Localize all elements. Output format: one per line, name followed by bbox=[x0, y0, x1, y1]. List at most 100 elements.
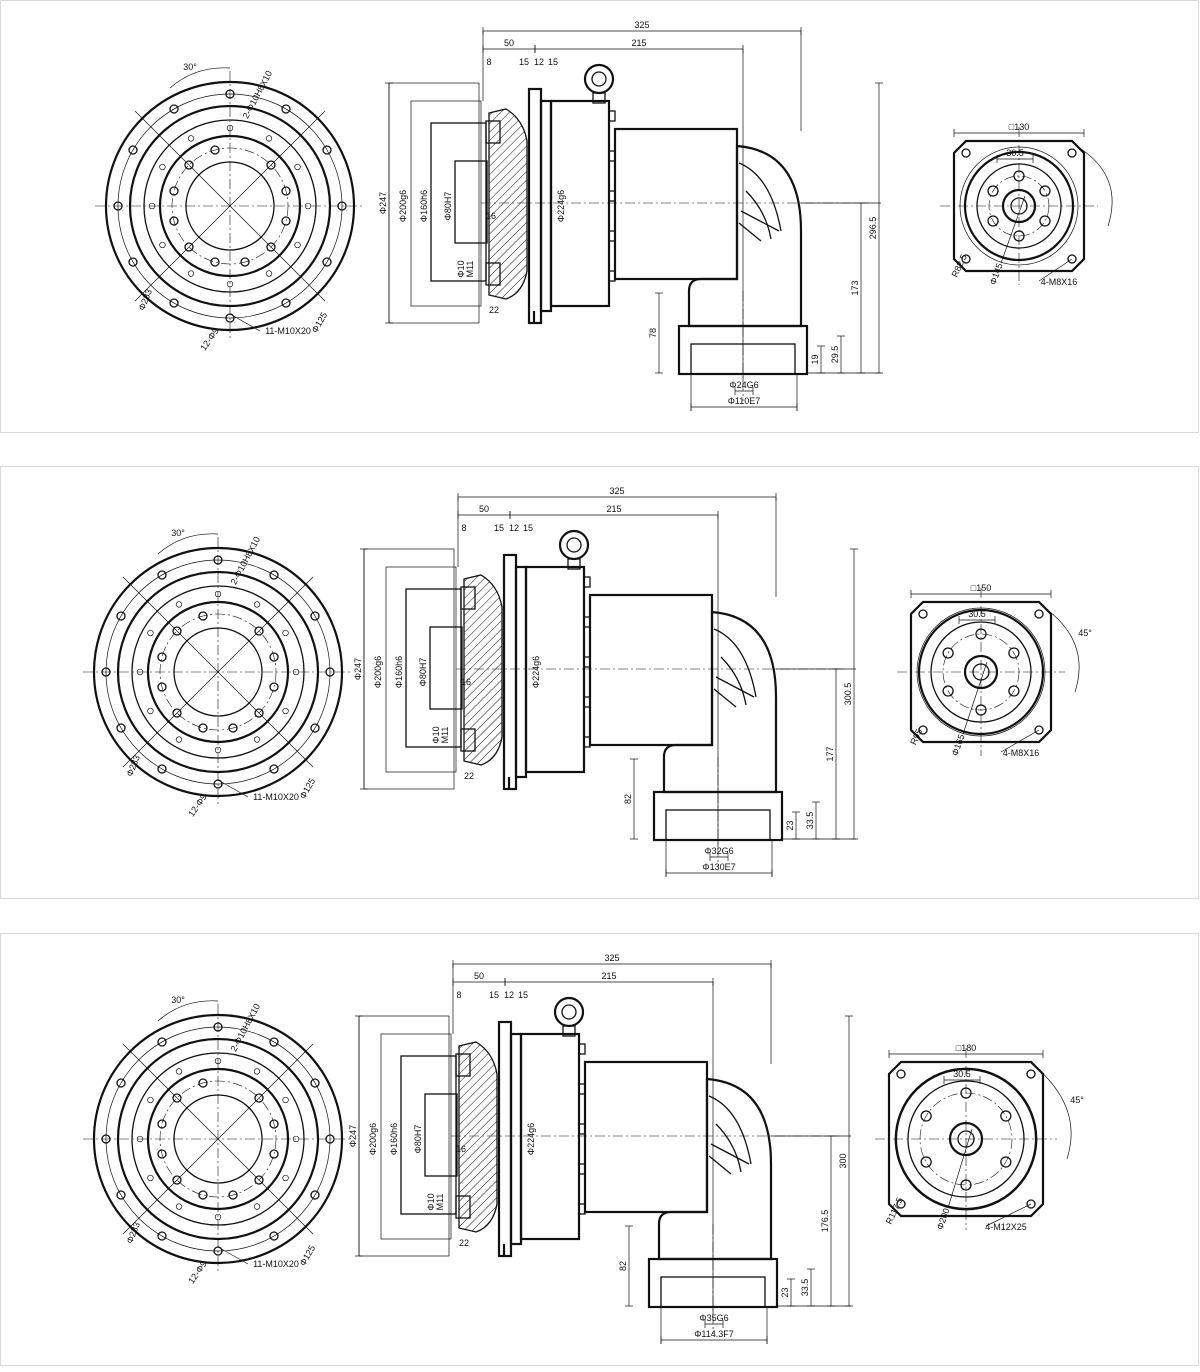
housing-bolt bbox=[578, 1043, 586, 1055]
dim-215: 215 bbox=[606, 504, 621, 514]
flange-plate bbox=[497, 1020, 513, 1258]
stud-top bbox=[455, 1053, 471, 1077]
elbow-inner-4 bbox=[708, 1155, 732, 1175]
tapped-hole bbox=[172, 626, 182, 636]
dia-80-label: Φ80H7 bbox=[418, 658, 428, 687]
tapped-hole bbox=[184, 242, 194, 252]
dim-22: 22 bbox=[459, 1238, 469, 1248]
dia-200-label: Φ200g6 bbox=[398, 190, 408, 222]
tapped-hole bbox=[172, 1175, 182, 1185]
dia-247-label: Φ247 bbox=[353, 658, 363, 680]
bore-80 bbox=[429, 626, 463, 710]
flange-label: Φ130E7 bbox=[702, 862, 735, 872]
tapped-hole bbox=[169, 216, 179, 226]
outer-bolt-hole bbox=[128, 257, 138, 267]
ring-hole bbox=[265, 135, 273, 142]
outline-160 bbox=[400, 1055, 457, 1215]
tapped-hole bbox=[254, 1175, 264, 1185]
square-flange bbox=[909, 600, 1053, 744]
stud-bottom bbox=[460, 728, 476, 752]
front-diag-2 bbox=[134, 110, 326, 302]
motor-bolt-hole bbox=[1013, 230, 1025, 242]
housing-body bbox=[519, 1032, 581, 1241]
elbow-inner-4 bbox=[738, 222, 762, 242]
ring-hole bbox=[187, 270, 195, 277]
ring-hole bbox=[214, 746, 222, 754]
elbow-inner-1 bbox=[708, 1095, 752, 1165]
flange-section bbox=[463, 574, 503, 766]
square-label: □150 bbox=[971, 583, 991, 593]
outer-bolt-hole bbox=[310, 723, 320, 733]
ring-hole bbox=[214, 1057, 222, 1065]
bolt-pattern-label: 2-Φ10H8X10 bbox=[229, 535, 263, 586]
holes-label: 12-Φ9 bbox=[186, 1259, 209, 1285]
dia-224-label: Φ224g6 bbox=[556, 190, 566, 222]
side-view: 325215508151215Φ247Φ200g6Φ160h6Φ80H71622… bbox=[348, 953, 853, 1344]
corner-screw-hole bbox=[961, 254, 971, 264]
corner-screw-hole bbox=[1034, 725, 1044, 735]
square-flange bbox=[952, 139, 1086, 273]
housing-body bbox=[524, 565, 586, 774]
dim-15b: 15 bbox=[548, 57, 558, 67]
holes-label: 12-Φ9 bbox=[198, 326, 221, 352]
outer-bolt-hole bbox=[322, 145, 332, 155]
motor-bolt-hole bbox=[1008, 685, 1020, 697]
shaft-label: Φ24G6 bbox=[729, 380, 758, 390]
stud-bottom bbox=[455, 1195, 471, 1219]
input-housing bbox=[583, 1060, 709, 1214]
ring-hole bbox=[136, 668, 144, 676]
small-dia-label: Φ125 bbox=[298, 776, 318, 800]
dia-80-label: Φ80H7 bbox=[443, 192, 453, 221]
bolt-pattern-label: 2-Φ10H8X10 bbox=[241, 69, 275, 120]
h-78-label: 78 bbox=[648, 328, 658, 338]
dim-22: 22 bbox=[489, 305, 499, 315]
m-a-label: Φ10 bbox=[426, 1193, 436, 1210]
flange-section bbox=[488, 108, 528, 300]
radius-label: R117.5 bbox=[884, 1196, 905, 1226]
tapped-hole bbox=[240, 257, 250, 267]
m-a-label: Φ10 bbox=[431, 726, 441, 743]
bore-80 bbox=[424, 1093, 458, 1177]
m-b-label: M11 bbox=[440, 727, 450, 744]
dia-247-label: Φ247 bbox=[378, 192, 388, 214]
tapped-hole bbox=[269, 1119, 279, 1129]
motor-bolt-hole bbox=[975, 628, 987, 640]
ring-hole bbox=[226, 124, 234, 132]
motor-bolt-hole bbox=[987, 185, 999, 197]
m-a-label: Φ10 bbox=[456, 260, 466, 277]
tapped-hole bbox=[266, 160, 276, 170]
eye-bolt-ring bbox=[553, 996, 585, 1028]
motor-bolt-hole bbox=[960, 1179, 972, 1191]
square-label: □180 bbox=[956, 1043, 976, 1053]
input-housing bbox=[613, 127, 739, 281]
side-view: 325215508151215Φ247Φ200g6Φ160h6Φ80H71622… bbox=[378, 20, 883, 411]
elbow-inner-3 bbox=[710, 1143, 750, 1165]
ring-hole bbox=[294, 241, 301, 249]
height-total-label: 300.5 bbox=[843, 683, 853, 706]
outer-bolt-hole bbox=[157, 1037, 167, 1047]
ring-hole bbox=[187, 135, 195, 142]
ring-plate bbox=[514, 565, 528, 779]
tapped-hole bbox=[254, 626, 264, 636]
ring-hole bbox=[304, 202, 312, 210]
dim-215: 215 bbox=[601, 971, 616, 981]
outer-bolt-hole bbox=[101, 667, 111, 677]
dim-overall: 325 bbox=[604, 953, 619, 963]
housing-bolt bbox=[608, 110, 616, 122]
m-b-label: M11 bbox=[465, 261, 475, 278]
dia-160-label: Φ160h6 bbox=[389, 1123, 399, 1155]
dim-50: 50 bbox=[479, 504, 489, 514]
ring-hole bbox=[282, 1174, 289, 1182]
ring-hole bbox=[282, 1096, 289, 1104]
elbow-inner-3 bbox=[715, 676, 755, 698]
end-angle-label: 45° bbox=[1078, 628, 1092, 638]
outer-bolt-hole bbox=[116, 1190, 126, 1200]
elbow-inner-2 bbox=[715, 1123, 742, 1173]
dim-15b: 15 bbox=[518, 990, 528, 1000]
outer-bolt-hole bbox=[269, 1037, 279, 1047]
corner-screw-hole bbox=[1026, 1199, 1036, 1209]
elbow-inner-2 bbox=[745, 190, 772, 240]
